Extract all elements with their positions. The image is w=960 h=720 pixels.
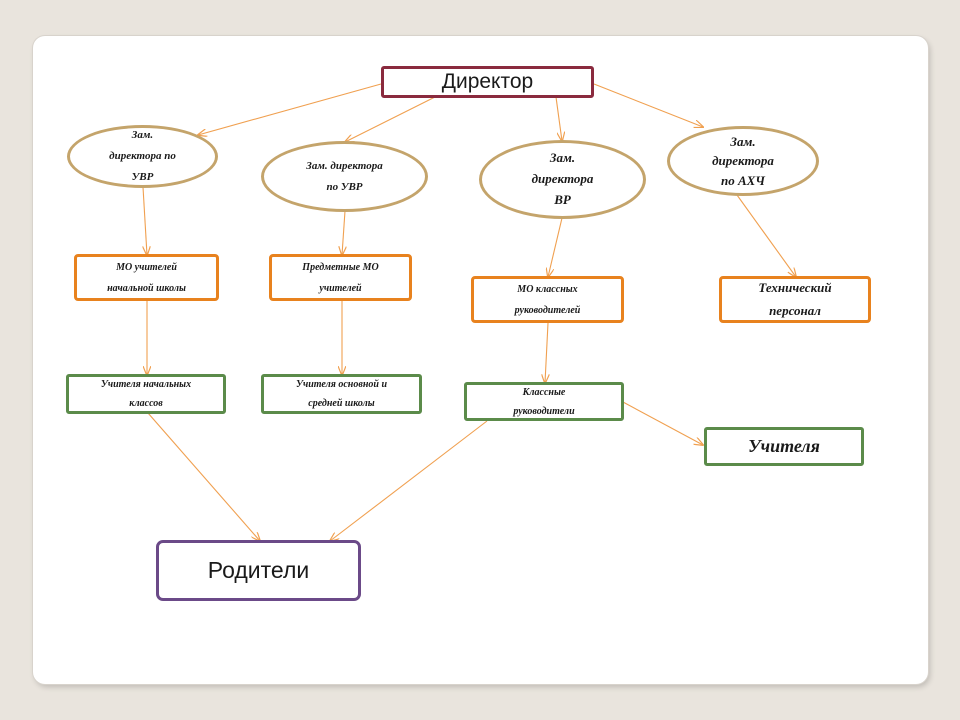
teachers-primary-box: Учителя начальных классов (66, 374, 226, 414)
teachers-primary-label: Учителя начальных классов (100, 379, 192, 409)
class-teachers-label: Классные руководители (513, 386, 575, 417)
deputy-vr-label: Зам. директора ВР (531, 150, 594, 207)
tech-staff-label: Технический персонал (758, 280, 832, 318)
mo-class-label: МО классных руководителей (514, 283, 581, 316)
class-teachers-box: Классные руководители (464, 382, 624, 421)
mo-subject-box: Предметные МО учителей (269, 254, 412, 301)
deputy-vr-ellipse: Зам. директора ВР (479, 140, 646, 219)
deputy-uvr-ellipse: Зам. директора по УВР (261, 141, 428, 212)
deputy-ahch-ellipse: Зам. директора по АХЧ (667, 126, 819, 196)
director-label: Директор (441, 69, 534, 93)
deputy-uvr-primary-label: Зам. директора по УВР (109, 129, 176, 183)
deputy-uvr-primary-ellipse: Зам. директора по УВР (67, 125, 218, 188)
deputy-ahch-label: Зам. директора по АХЧ (712, 133, 774, 188)
deputy-uvr-label: Зам. директора по УВР (306, 159, 383, 193)
teachers-secondary-label: Учителя основной и средней школы (295, 379, 388, 409)
parents-box: Родители (156, 540, 361, 601)
mo-subject-label: Предметные МО учителей (302, 261, 379, 294)
parents-label: Родители (207, 556, 310, 583)
mo-primary-label: МО учителей начальной школы (107, 261, 186, 294)
teachers-secondary-box: Учителя основной и средней школы (261, 374, 422, 414)
tech-staff-box: Технический персонал (719, 276, 871, 323)
director-box: Директор (381, 66, 594, 98)
teachers-box: Учителя (704, 427, 864, 466)
mo-primary-box: МО учителей начальной школы (74, 254, 219, 301)
mo-class-box: МО классных руководителей (471, 276, 624, 323)
teachers-label: Учителя (748, 436, 820, 457)
